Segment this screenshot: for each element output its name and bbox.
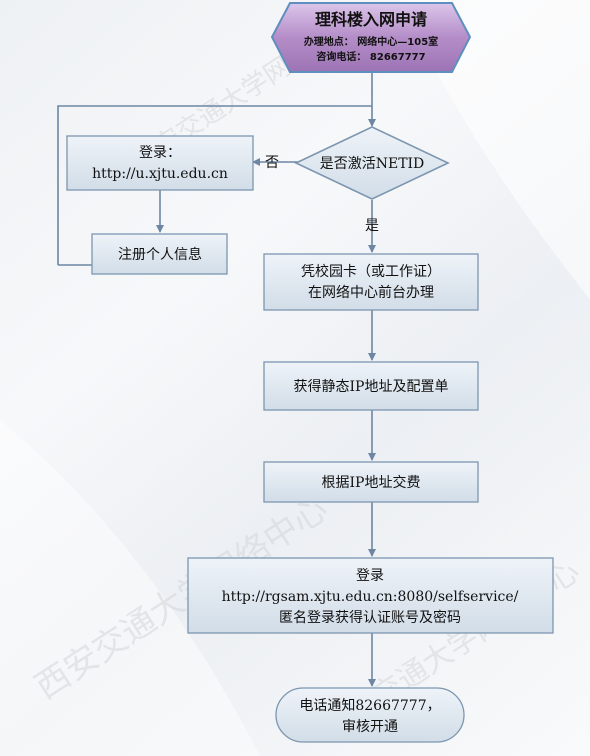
step-text: 凭校园卡（或工作证） [301,263,441,280]
decision-yes-label: 是 [365,218,379,234]
header-node: 理科楼入网申请 办理地点： 网络中心—105室 咨询电话： 82667777 [270,1,472,73]
login-node: 登录： http://u.xjtu.edu.cn [66,135,254,191]
header-address: 办理地点： 网络中心—105室 [304,35,438,48]
login-label: 登录： [139,145,181,161]
final-text: 审核开通 [342,719,398,735]
step-node-self-service: 登录 http://rgsam.xjtu.edu.cn:8080/selfser… [187,557,554,634]
decision-no-label: 否 [265,155,279,171]
background-swoosh [0,420,260,756]
decision-label: 是否激活NETID [320,155,425,172]
step-node-campus-card: 凭校园卡（或工作证） 在网络中心前台办理 [263,253,479,311]
step-text: 根据IP地址交费 [322,474,421,491]
loop-back-line [57,105,372,265]
login-url: http://u.xjtu.edu.cn [92,166,228,182]
step-node-static-ip: 获得静态IP地址及配置单 [263,361,479,411]
step-text: 匿名登录获得认证账号及密码 [279,609,461,626]
step-text: 在网络中心前台办理 [308,284,434,301]
header-phone: 咨询电话： 82667777 [316,50,425,63]
step-text: 登录 [356,568,384,584]
step-url: http://rgsam.xjtu.edu.cn:8080/selfservic… [222,589,519,605]
step-text: 获得静态IP地址及配置单 [294,378,449,395]
step-node-payment: 根据IP地址交费 [263,461,479,503]
register-label: 注册个人信息 [118,246,202,263]
header-title: 理科楼入网申请 [315,10,427,29]
final-node: 电话通知82667777， 审核开通 [275,687,465,743]
final-text: 电话通知82667777， [299,697,440,714]
register-node: 注册个人信息 [91,233,228,275]
decision-node: 是否激活NETID [294,126,450,200]
background-swoosh [400,0,590,300]
